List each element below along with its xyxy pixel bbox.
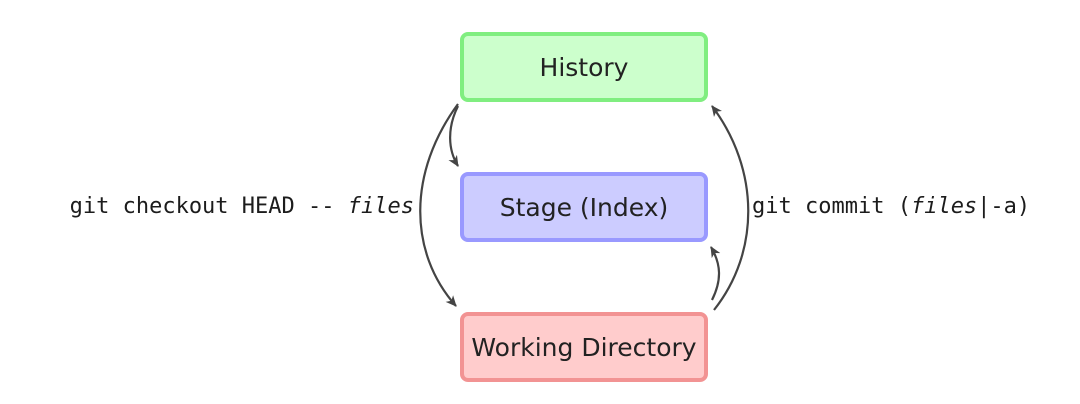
stage-index-node: Stage (Index): [460, 172, 708, 242]
checkout-arc-history-to-stage: [448, 105, 459, 167]
checkout-files-arg: files: [347, 194, 414, 219]
commit-command-text: git commit (: [752, 194, 911, 219]
working-directory-label: Working Directory: [471, 332, 697, 362]
commit-arc-working-to-history: [711, 105, 750, 311]
history-node: History: [460, 32, 708, 102]
commit-arc-working-to-stage: [710, 246, 721, 301]
checkout-arc-history-to-working: [419, 103, 459, 307]
history-label: History: [539, 52, 629, 82]
checkout-command-text: git checkout HEAD --: [69, 194, 348, 219]
working-directory-node: Working Directory: [460, 312, 708, 382]
commit-files-arg: files: [910, 194, 978, 219]
commit-all-flag: |-a): [977, 194, 1031, 219]
stage-index-label: Stage (Index): [499, 192, 669, 222]
git-checkout-command-label: git checkout HEAD -- files: [70, 196, 414, 218]
git-commit-command-label: git commit (files|-a): [752, 196, 1030, 218]
